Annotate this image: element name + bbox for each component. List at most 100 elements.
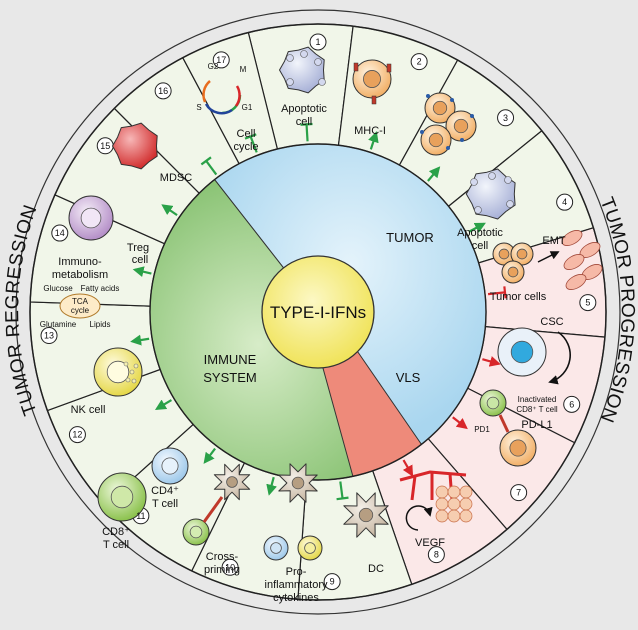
sector-number-badge-14: [51, 224, 69, 242]
mesenchymal-cell-4: [565, 274, 587, 290]
sector-number-9: 9: [330, 577, 335, 587]
activate-arrow-14: [132, 266, 152, 278]
sector1-label-line1: Cell: [237, 128, 256, 140]
nk-cell-label: NK cell: [71, 404, 106, 416]
nk-granule-3: [133, 363, 139, 369]
immune-label-line1: IMMUNE: [204, 352, 257, 367]
inactivated-label: Inactivated: [518, 395, 557, 404]
taa-dot-4: [420, 130, 424, 134]
sector-number-16: 16: [158, 86, 168, 96]
sector-number-2: 2: [417, 57, 422, 67]
mesenchymal-cell-0: [561, 230, 583, 246]
mhc-molecule-2: [371, 95, 377, 105]
vegf-tumor-cell-5: [459, 497, 473, 511]
sector5-label-line2: cell: [472, 240, 489, 252]
inhibit-bar-16: [200, 156, 212, 166]
tumor-cell-2-nucleus: [516, 248, 528, 260]
taa-cell-3-nucleus: [428, 132, 444, 148]
nk-granule-1: [129, 369, 135, 375]
taa-dot-1: [450, 98, 454, 102]
cross-priming-dc-icon-nucleus: [226, 476, 238, 488]
vls-label: VLS: [396, 370, 421, 385]
sector-number-10: 10: [225, 562, 235, 572]
cell-cycle-g1-arc: [204, 103, 233, 115]
cell-cycle-m-arc: [234, 85, 241, 107]
sector13-label-line2: T cell: [103, 539, 129, 551]
dc-label: DC: [368, 563, 384, 575]
sector-number-badge-17: [212, 51, 230, 69]
treg-cell-icon-nucleus: [80, 207, 102, 229]
sector13-label-line1: CD8⁺: [102, 526, 130, 538]
sector-number-badge-4: [556, 193, 574, 211]
sector-number-14: 14: [55, 228, 65, 238]
sector-number-3: 3: [503, 113, 508, 123]
pdl1-label: PD-L1: [521, 419, 552, 431]
apoptotic-tumor-bleb-1: [504, 176, 512, 184]
emt-arrow: [537, 251, 560, 263]
cell-cycle-s-arc: [202, 80, 211, 103]
tumor-label: TUMOR: [386, 230, 434, 245]
pd1-label: PD1: [474, 425, 490, 434]
vegf-tumor-cell-8: [459, 509, 473, 523]
activate-arrow-3: [427, 166, 441, 182]
sector12-label-line1: Cross-: [206, 551, 239, 563]
mhc-cell-icon-nucleus: [363, 70, 381, 88]
tumor-cell-3-nucleus: [507, 266, 519, 278]
cross-priming-t-cell-nucleus: [189, 525, 203, 539]
sector2-label-line2: cell: [296, 116, 313, 128]
sector-number-8: 8: [434, 550, 439, 560]
glutamine-label: Glutamine: [40, 320, 77, 329]
inhibit-arrow-16: [205, 160, 218, 176]
apoptotic-tumor-bleb-4: [488, 172, 496, 180]
sector-number-12: 12: [72, 430, 82, 440]
apoptotic-bleb-4: [300, 50, 308, 58]
sector-number-4: 4: [562, 197, 567, 207]
csc-label: CSC: [540, 316, 563, 328]
progression-arc: [15, 9, 621, 615]
nk-granule-0: [123, 361, 129, 367]
apoptotic-tumor-bleb-2: [506, 200, 514, 208]
apoptotic-bleb-3: [286, 78, 294, 86]
nk-granule-4: [131, 378, 137, 384]
sector15-label-line1: Immuno-: [58, 256, 102, 268]
nk-cell-icon-nucleus: [106, 360, 130, 384]
activate-arrow-4: [468, 222, 486, 233]
glucose-label: Glucose: [43, 284, 73, 293]
inhibit-bar-5: [503, 286, 507, 299]
vegf-arrow: [405, 505, 433, 531]
sector2-label-line1: Apoptotic: [281, 103, 327, 115]
vegf-tumor-cell-6: [435, 509, 449, 523]
sector6-label-line1: Tumor cells: [490, 291, 547, 303]
apoptotic-bleb-0: [286, 54, 294, 62]
nk-granule-2: [125, 377, 131, 383]
tumor-cell-1-nucleus: [498, 248, 510, 260]
sector-number-7: 7: [516, 488, 521, 498]
tca-label: TCA: [72, 297, 89, 306]
apoptotic-tumor-bleb-3: [474, 206, 482, 214]
sector-number-17: 17: [216, 55, 226, 65]
apoptotic-tumor-bleb-0: [470, 178, 478, 186]
inner-circle: [149, 143, 487, 481]
csc-self-renew-arrow: [548, 331, 571, 385]
activate-arrow-7: [452, 416, 468, 430]
taa-dot-0: [426, 94, 430, 98]
inhibit-bar-17: [244, 133, 257, 140]
cd8-t-cell-icon-nucleus: [110, 485, 134, 509]
pdl1-tumor-cell-nucleus: [509, 439, 527, 457]
mdsc-cell-icon: [112, 122, 158, 170]
cd4-label-line1: CD4⁺: [151, 485, 179, 497]
cell-cycle-g2-label: G2: [208, 62, 219, 71]
cytokine-cell-2-nucleus: [304, 542, 316, 554]
vegf-tumor-cell-2: [459, 485, 473, 499]
activate-arrow-10: [266, 476, 277, 496]
sector-number-badge-12: [68, 426, 86, 444]
mitochondria-icon: [59, 293, 101, 319]
inhibit-arrow-17: [249, 136, 258, 153]
fatty-acids-label: Fatty acids: [81, 284, 120, 293]
taa-cell-2-nucleus: [453, 118, 469, 134]
activate-arrow-8: [402, 459, 414, 477]
vegf-label: VEGF: [415, 537, 445, 549]
inhibit-bar-9: [336, 496, 349, 501]
